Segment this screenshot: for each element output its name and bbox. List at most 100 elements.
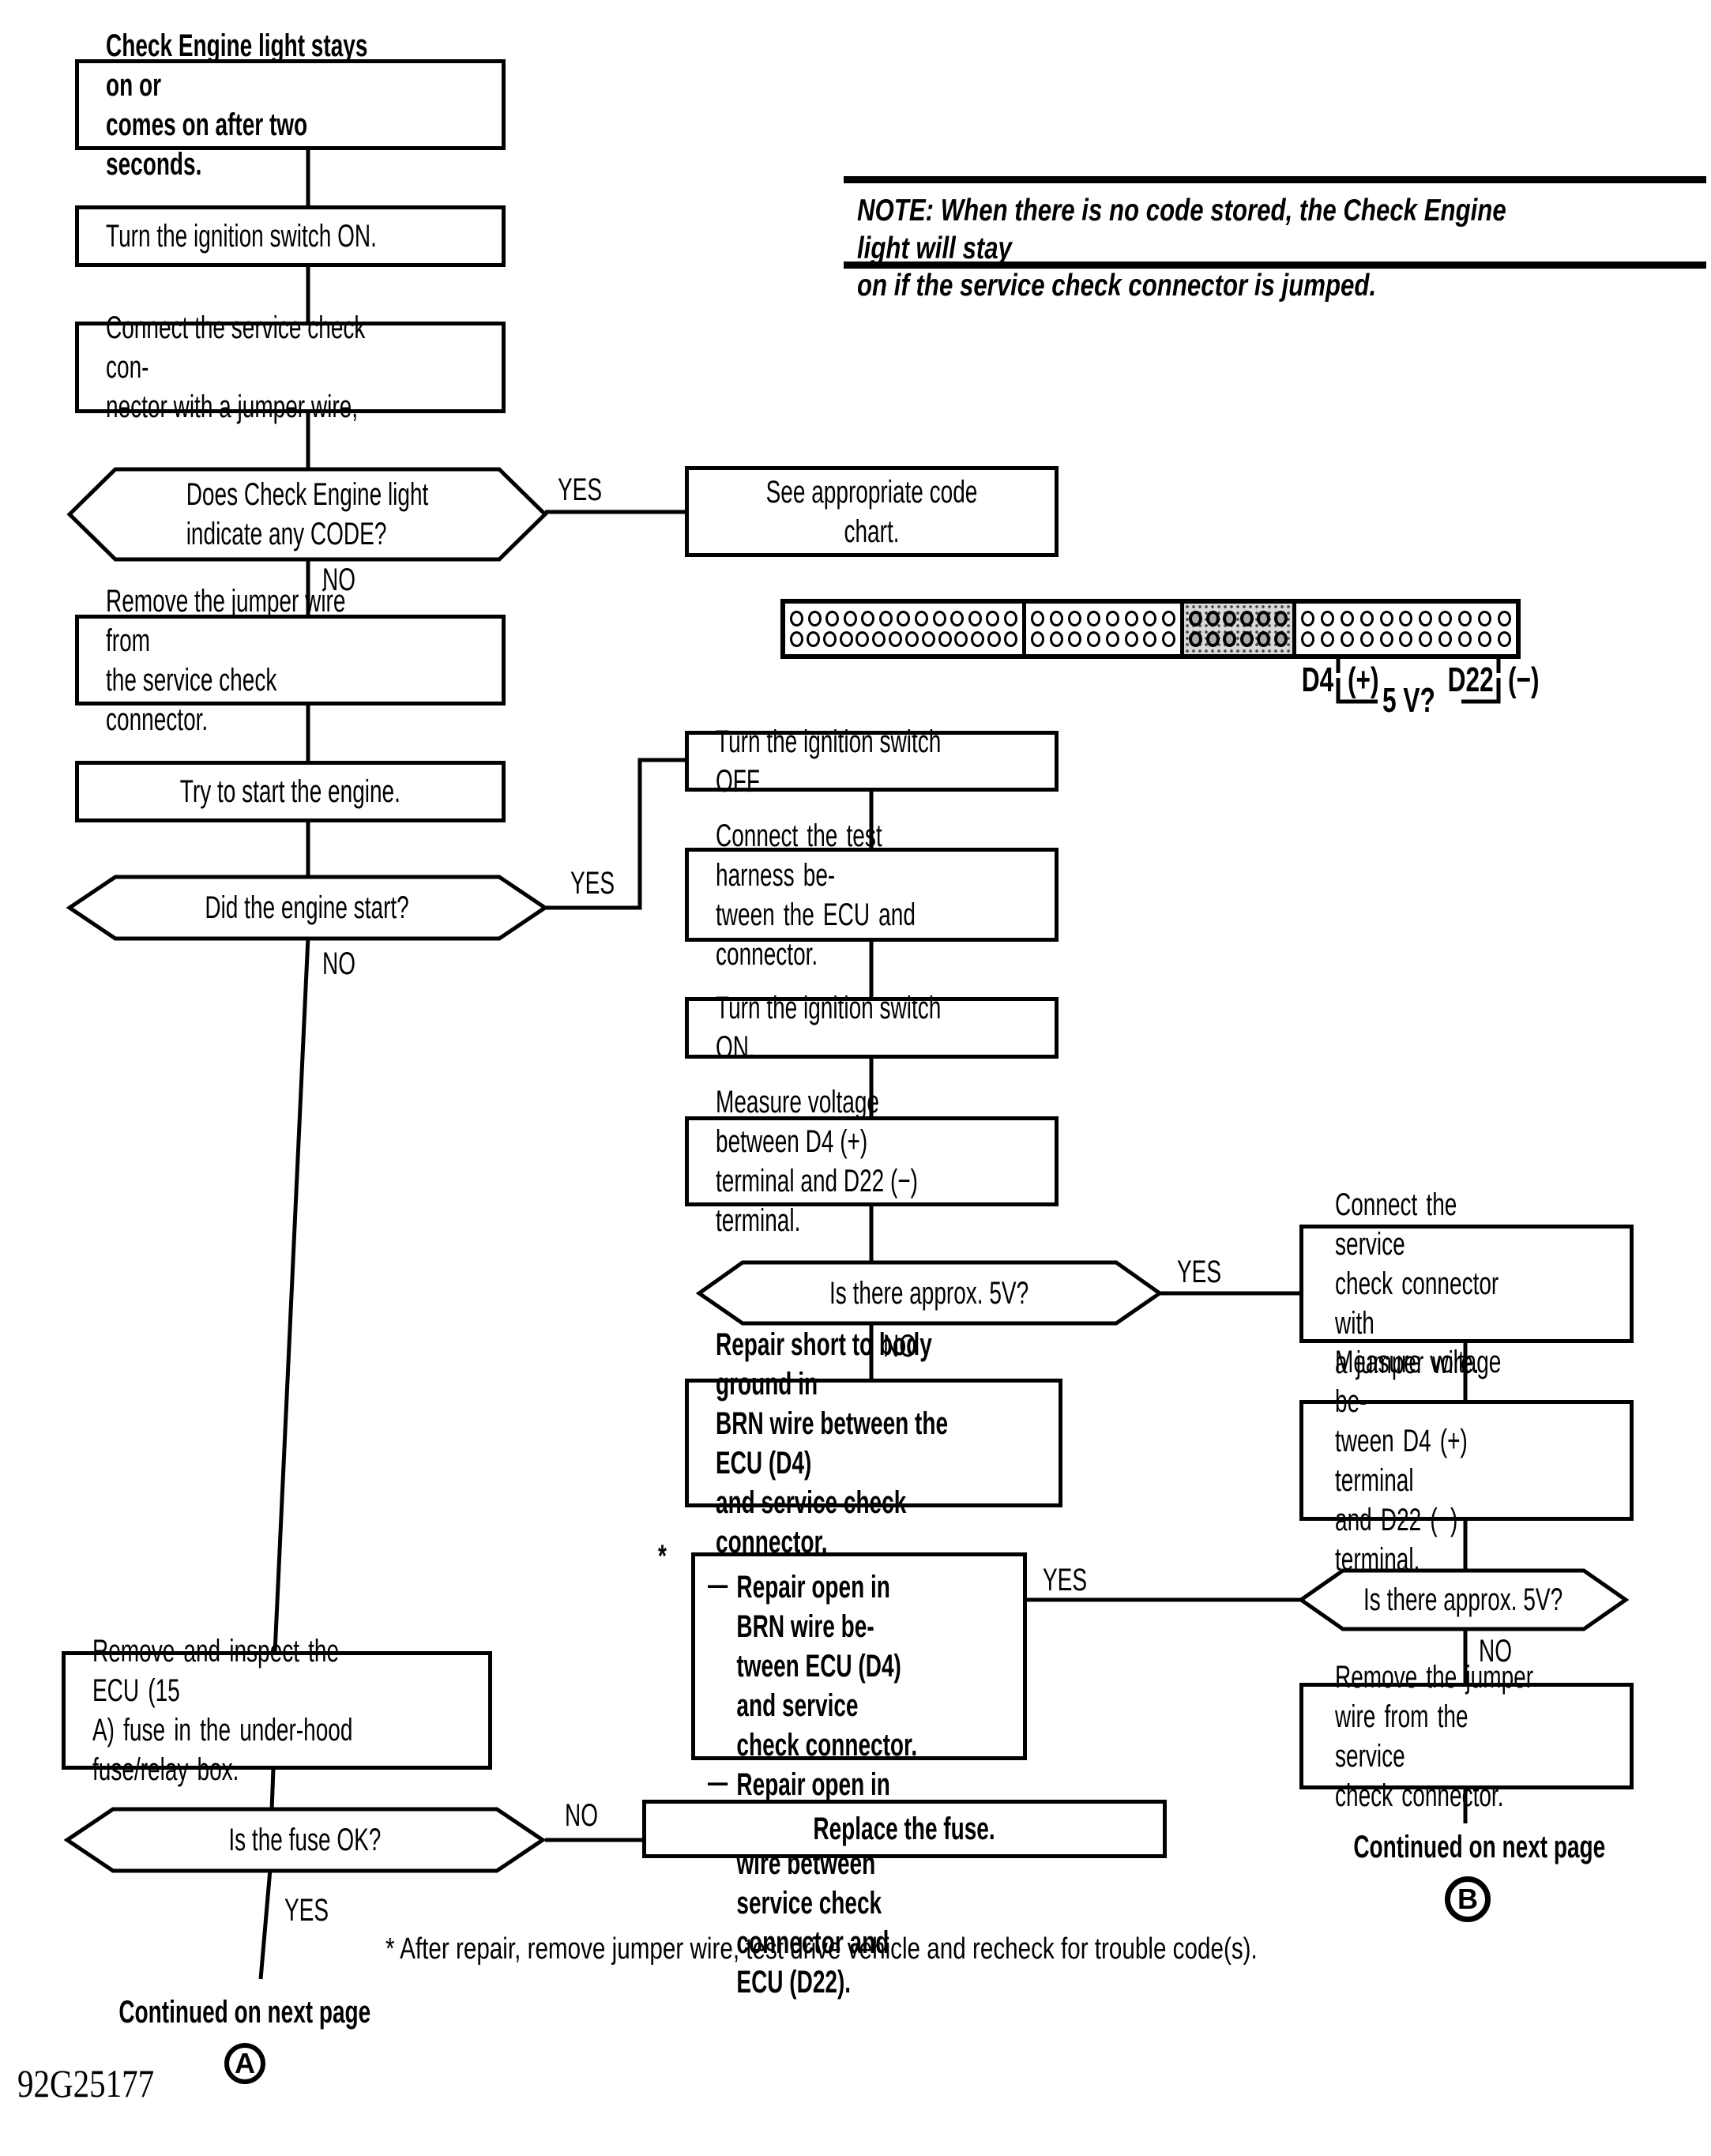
- connector-pin: [1257, 631, 1271, 648]
- label-d22: D22: [1447, 660, 1494, 699]
- connector-pin: [1105, 610, 1119, 626]
- connector-pin: [904, 631, 919, 648]
- node-remove-jumper-wire-2-text: Remove the jumper wire from the service …: [1335, 1659, 1534, 1813]
- decision-approx-5v-1-shape: [695, 1260, 1164, 1326]
- connector-pin: [1458, 610, 1472, 626]
- connector-pin: [1031, 631, 1044, 648]
- node-connect-test-harness-text: Connect the test harness be- tween the E…: [716, 818, 916, 972]
- repair-open-item-1-dash: —: [708, 1568, 728, 1601]
- connector-pin: [1124, 610, 1138, 626]
- node-ignition-on-text: Turn the ignition switch ON.: [106, 219, 377, 254]
- connector-pin: [1359, 610, 1374, 626]
- connector-pin: [861, 610, 875, 626]
- connector-pin: [1257, 610, 1271, 626]
- connector-pin: [790, 631, 803, 648]
- label-yes-code: YES: [558, 472, 603, 507]
- page-ref-a: A: [224, 2043, 265, 2084]
- label-yes-engine-start: YES: [570, 866, 615, 901]
- connector-pin: [1273, 631, 1288, 648]
- decision-engine-start-text: Did the engine start?: [205, 890, 410, 925]
- node-replace-fuse: Replace the fuse.: [642, 1800, 1167, 1858]
- node-try-start-engine: Try to start the engine.: [75, 761, 506, 822]
- node-remove-inspect-fuse-text: Remove and inspect the ECU (15 A) fuse i…: [92, 1634, 353, 1787]
- node-replace-fuse-text: Replace the fuse.: [813, 1812, 996, 1846]
- pin-row: [1189, 610, 1288, 626]
- node-remove-jumper-wire-2: Remove the jumper wire from the service …: [1299, 1660, 1634, 1813]
- node-measure-voltage-2: Measure voltage be- tween D4 (+) termina…: [1299, 1345, 1634, 1577]
- node-see-code-chart: See appropriate code chart.: [685, 466, 1059, 557]
- node-ignition-off: Turn the ignition switch OFF.: [685, 724, 1059, 799]
- connector-pin: [1124, 631, 1138, 648]
- connector-pin: [878, 610, 893, 626]
- decision-fuse-ok-shape: [63, 1807, 547, 1873]
- connector-pin: [889, 631, 903, 648]
- node-ignition-on: Turn the ignition switch ON.: [75, 205, 506, 267]
- connector-pin: [1301, 610, 1314, 626]
- connector-pin: [1105, 631, 1119, 648]
- connector-pin: [1049, 610, 1063, 626]
- connector-pin: [1143, 610, 1157, 626]
- repair-open-asterisk: *: [658, 1539, 667, 1574]
- label-no-fuse: NO: [565, 1798, 598, 1833]
- pin-row: [1301, 631, 1511, 648]
- note-text: NOTE: When there is no code stored, the …: [857, 194, 1506, 303]
- connector-pin: [921, 631, 935, 648]
- connector-pin: [822, 631, 837, 648]
- footnote: * After repair, remove jumper wire, test…: [385, 1932, 1258, 1966]
- repair-open-item-1-text: Repair open in BRN wire be- tween ECU (D…: [736, 1570, 918, 1763]
- label-no-code: NO: [322, 563, 355, 597]
- node-connect-service-connector-text: Connect the service check con- nector wi…: [106, 310, 366, 424]
- connector-pin: [915, 610, 929, 626]
- decision-approx-5v-1: Is there approx. 5V?: [699, 1262, 1160, 1323]
- node-ignition-on-2-text: Turn the ignition switch ON.: [716, 991, 942, 1065]
- connector-pin: [954, 631, 968, 648]
- pin-section-4: [1292, 604, 1516, 654]
- pin-section-2: [1022, 604, 1180, 654]
- connector-pin: [1068, 610, 1082, 626]
- pin-row: [1301, 610, 1511, 626]
- connector-pin: [1359, 631, 1374, 648]
- connector-pin: [1458, 631, 1472, 648]
- node-connect-test-harness: Connect the test harness be- tween the E…: [685, 818, 1059, 972]
- connector-pin: [1143, 631, 1157, 648]
- connector-pin: [968, 610, 982, 626]
- connector-pin: [856, 631, 870, 648]
- pin-row: [1031, 610, 1175, 626]
- connector-pin: [839, 631, 853, 648]
- connector-pin: [1478, 631, 1492, 648]
- connector-pin: [1340, 631, 1354, 648]
- note-rule-bottom: [844, 262, 1706, 269]
- node-ignition-on-2: Turn the ignition switch ON.: [685, 991, 1059, 1065]
- repair-open-item-1: — Repair open in BRN wire be- tween ECU …: [708, 1567, 923, 1765]
- connector-pin: [1438, 631, 1453, 648]
- pin-section-3: [1180, 604, 1292, 654]
- connector-pin: [971, 631, 985, 648]
- connector-pin: [843, 610, 857, 626]
- node-see-code-chart-text: See appropriate code chart.: [765, 474, 978, 549]
- decision-approx-5v-2-shape: [1297, 1568, 1630, 1631]
- label-no-5v-1: NO: [883, 1329, 916, 1364]
- label-yes-5v-2: YES: [1043, 1563, 1088, 1597]
- node-check-engine-light-text: Check Engine light stays on or comes on …: [106, 28, 368, 182]
- connector-pin: [1399, 631, 1413, 648]
- ecu-connector-diagram: [780, 599, 1521, 659]
- continued-b-text: Continued on next page: [1353, 1830, 1606, 1864]
- node-check-engine-light: Check Engine light stays on or comes on …: [75, 28, 506, 182]
- connector-pin: [1161, 631, 1175, 648]
- connector-pin: [1478, 610, 1492, 626]
- connector-pin: [1223, 631, 1237, 648]
- pin-section-1: [785, 604, 1022, 654]
- connector-pin: [987, 631, 1002, 648]
- connector-pin: [1438, 610, 1453, 626]
- decision-engine-start: Did the engine start?: [70, 877, 545, 939]
- connector-pin: [932, 610, 946, 626]
- decision-fuse-ok: Is the fuse OK?: [67, 1809, 543, 1871]
- connector-pin: [1320, 610, 1334, 626]
- pin-row: [1031, 631, 1175, 648]
- connector-pin: [1239, 610, 1254, 626]
- node-remove-inspect-fuse: Remove and inspect the ECU (15 A) fuse i…: [62, 1634, 492, 1787]
- connector-pin: [790, 610, 803, 626]
- label-yes-5v-1: YES: [1177, 1255, 1222, 1289]
- note-rule-top: [844, 176, 1706, 183]
